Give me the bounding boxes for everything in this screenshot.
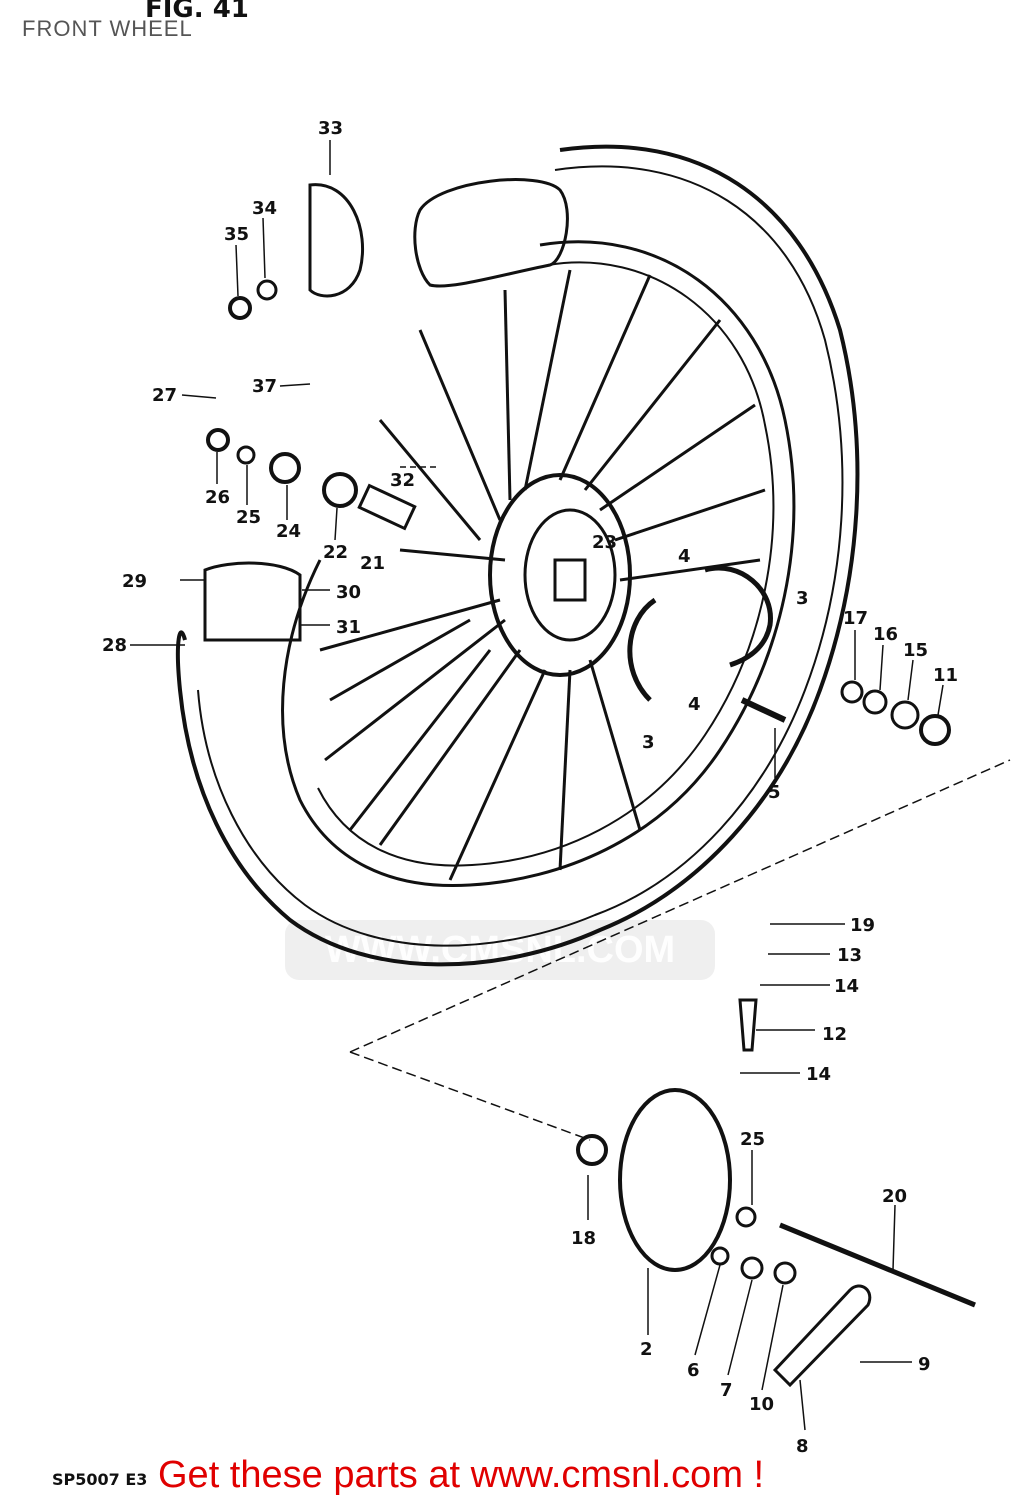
callout-16: 16	[873, 624, 898, 645]
hub	[488, 473, 632, 677]
callout-8: 8	[796, 1436, 809, 1457]
callout-11: 11	[933, 665, 958, 686]
figure-number: FIG. 41	[145, 0, 249, 24]
washer-25b	[735, 1206, 757, 1228]
callout-18: 18	[571, 1228, 596, 1249]
callout-35: 35	[224, 224, 249, 245]
callout-27: 27	[152, 385, 177, 406]
callout-13: 13	[837, 945, 862, 966]
washer-25	[236, 445, 256, 465]
callout-12: 12	[822, 1024, 847, 1045]
callout-24: 24	[276, 521, 301, 542]
washer-16	[862, 689, 888, 715]
callout-32: 32	[390, 470, 415, 491]
brake-shoe-upper	[704, 565, 773, 668]
callout-31: 31	[336, 617, 361, 638]
drawing-code: SP5007 E3	[52, 1470, 148, 1489]
leader-lines	[130, 140, 1011, 1431]
callout-10: 10	[749, 1394, 774, 1415]
callout-21: 21	[360, 553, 385, 574]
callout-4-lower: 4	[688, 694, 701, 715]
callout-15: 15	[903, 640, 928, 661]
callout-9: 9	[918, 1354, 931, 1375]
bearing	[322, 472, 358, 508]
callout-3-right: 3	[796, 588, 809, 609]
callout-33: 33	[318, 118, 343, 139]
callout-2: 2	[640, 1339, 653, 1360]
callout-34: 34	[252, 198, 277, 219]
callout-19: 19	[850, 915, 875, 936]
brake-shoe-lower	[627, 597, 657, 702]
washer-7	[740, 1256, 764, 1280]
watermark: WWW.CMSNL.COM	[285, 920, 715, 980]
callout-37: 37	[252, 376, 277, 397]
callout-20: 20	[882, 1186, 907, 1207]
callout-23: 23	[592, 532, 617, 553]
nut-35	[228, 296, 252, 320]
rim-outline	[281, 240, 796, 888]
callout-17: 17	[843, 608, 868, 629]
callout-6: 6	[687, 1360, 700, 1381]
callout-numbers: 33 34 35 27 37 26 25 24 22 21 32 23 29 3…	[102, 118, 958, 1457]
clip-15	[890, 700, 920, 730]
callout-14-lower: 14	[806, 1064, 831, 1085]
callout-29: 29	[122, 571, 147, 592]
washer-17	[840, 680, 864, 704]
callout-14-upper: 14	[834, 976, 859, 997]
axle	[779, 1222, 976, 1308]
nut-11	[919, 714, 951, 746]
callout-28: 28	[102, 635, 127, 656]
oring-6	[710, 1246, 730, 1266]
sprocket	[308, 183, 365, 298]
torque-arm	[772, 1284, 872, 1388]
diagram-title: FRONT WHEEL	[22, 16, 193, 41]
callout-4-upper: 4	[678, 546, 691, 567]
washer-34	[256, 279, 278, 301]
nut-26	[206, 428, 230, 452]
callout-25-upper: 25	[236, 507, 261, 528]
bolt-5	[740, 697, 787, 723]
callout-22: 22	[323, 542, 348, 563]
valve-12	[738, 998, 758, 1052]
callout-26: 26	[205, 487, 230, 508]
promo-link-text[interactable]: Get these parts at www.cmsnl.com !	[158, 1454, 765, 1496]
spokes	[319, 269, 766, 881]
callout-25-lower: 25	[740, 1129, 765, 1150]
tire-outline	[175, 144, 860, 967]
pin-10	[773, 1261, 797, 1285]
callout-3-lower: 3	[642, 732, 655, 753]
axle-spacer	[576, 1134, 608, 1166]
distance-collar	[357, 483, 417, 531]
callout-30: 30	[336, 582, 361, 603]
inner-tube	[413, 178, 569, 288]
callout-7: 7	[720, 1380, 733, 1401]
callout-5: 5	[768, 782, 781, 803]
oil-seal	[269, 452, 301, 484]
brake-panel	[618, 1088, 732, 1272]
rim-band	[203, 561, 302, 642]
